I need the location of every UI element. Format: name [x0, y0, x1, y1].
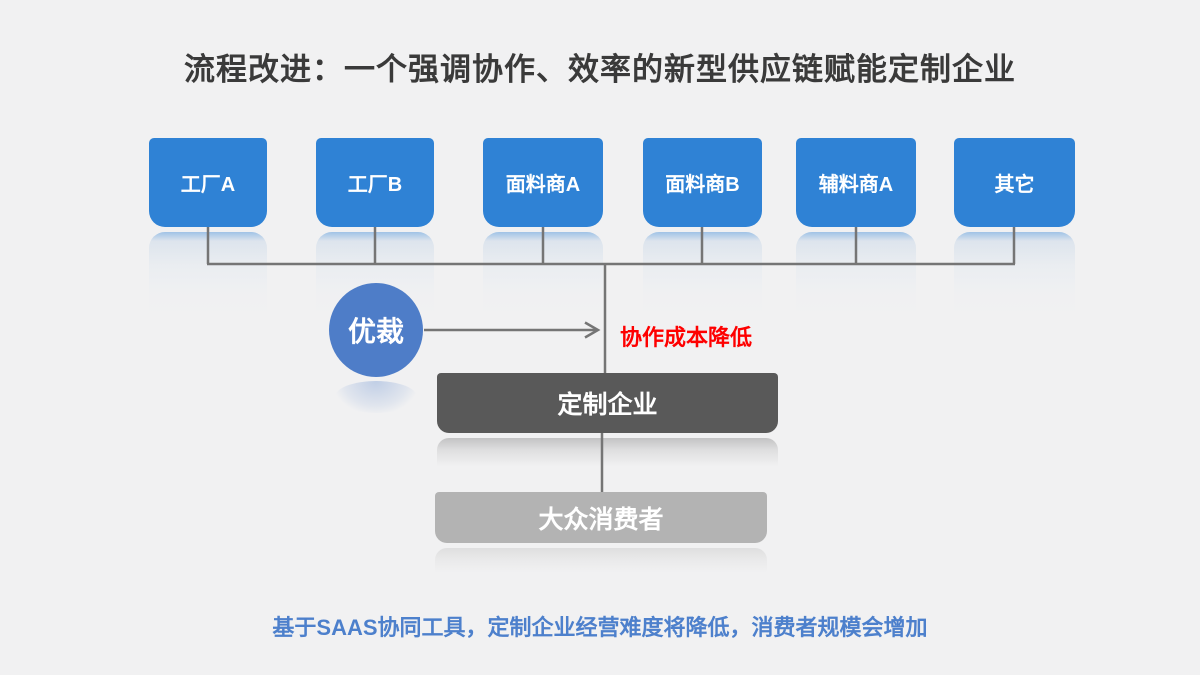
arrow-head	[584, 321, 601, 339]
hub-circle-youcai: 优裁	[329, 283, 423, 377]
node-label: 面料商B	[665, 174, 740, 196]
enterprise-reflection	[437, 438, 778, 468]
node-label: 其它	[994, 174, 1035, 196]
benefit-label: 协作成本降低	[620, 325, 753, 350]
node-other-supplier: 其它	[954, 138, 1075, 227]
hub-label: 优裁	[347, 316, 404, 347]
node-fabric-supplier-b: 面料商B	[643, 138, 762, 227]
node-label: 面料商A	[505, 174, 581, 196]
node-label: 定制企业	[557, 391, 658, 419]
hub-reflection	[335, 381, 417, 413]
node-trim-supplier-a: 辅料商A	[796, 138, 916, 227]
slide-title: 流程改进：一个强调协作、效率的新型供应链赋能定制企业	[184, 52, 1016, 87]
node-label: 工厂A	[180, 174, 236, 196]
node-fabric-supplier-a: 面料商A	[483, 138, 603, 227]
node-mass-consumers: 大众消费者	[435, 492, 767, 543]
consumer-reflection	[435, 548, 767, 574]
node-label: 大众消费者	[538, 505, 664, 534]
node-factory-b: 工厂B	[316, 138, 434, 227]
node-custom-enterprise: 定制企业	[437, 373, 778, 433]
node-label: 辅料商A	[818, 174, 894, 196]
footnote-text: 基于SAAS协同工具，定制企业经营难度将降低，消费者规模会增加	[272, 615, 928, 640]
node-label: 工厂B	[347, 174, 403, 196]
node-factory-a: 工厂A	[149, 138, 267, 227]
